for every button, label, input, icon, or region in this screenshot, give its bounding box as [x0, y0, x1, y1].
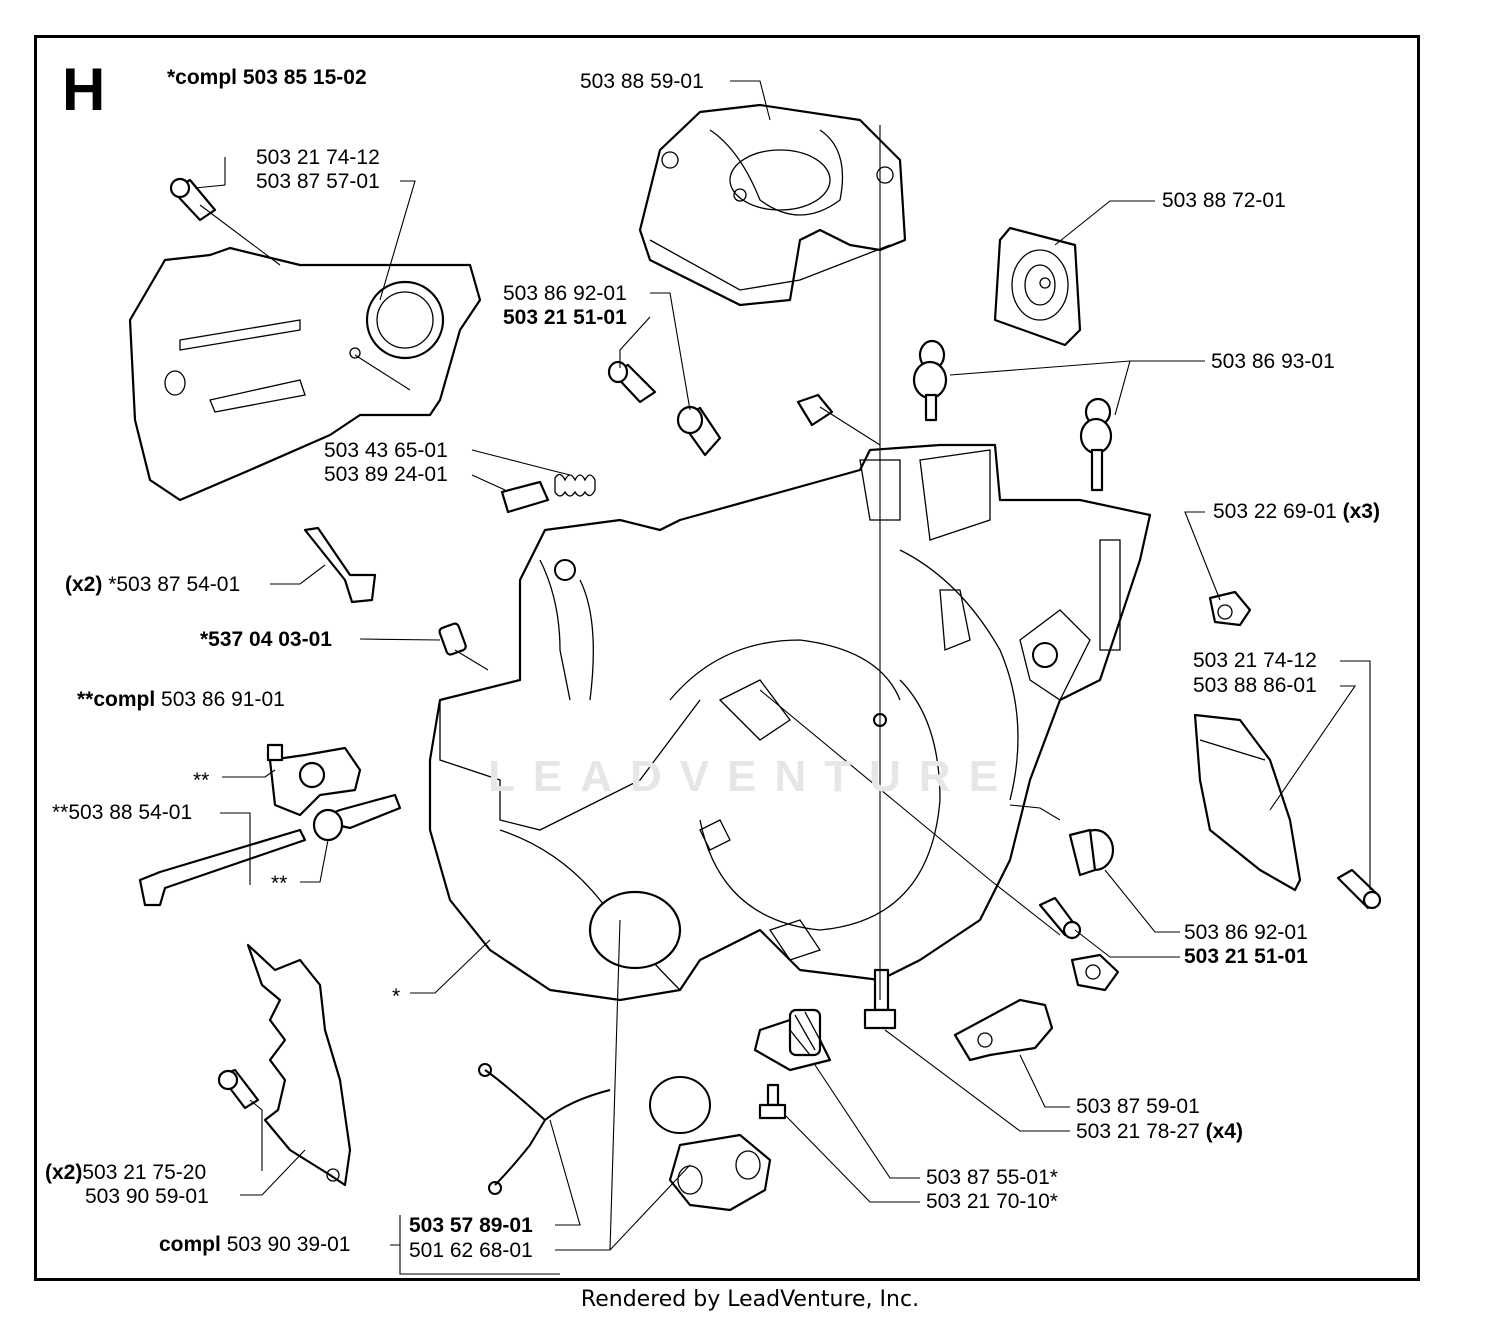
rubber-buffer-right: [1079, 397, 1113, 492]
label-star-c: *: [392, 985, 401, 1008]
label-oil-cap: 503 57 89-01: [409, 1214, 533, 1237]
label-bumper: 503 90 59-01: [85, 1185, 209, 1208]
screw-sprocket-cover: [169, 177, 217, 222]
air-filter: [993, 226, 1082, 347]
label-buffer: 503 86 93-01: [1211, 350, 1335, 373]
section-letter: H: [62, 56, 106, 123]
oil-cap: [649, 1076, 772, 1212]
stud: [303, 526, 377, 604]
qty-x2-stud: (x2): [65, 573, 103, 596]
label-cylinder-cover: 503 88 59-01: [580, 70, 704, 93]
label-compl-top: *compl 503 85 15-02: [167, 66, 367, 89]
label-clip-x3: 503 22 69-01 (x3): [1213, 500, 1380, 523]
clip-lower: [1070, 953, 1120, 992]
label-cover-right: 503 88 86-01: [1193, 674, 1317, 697]
label-stud: (x2) *503 87 54-01: [65, 573, 241, 596]
side-cover-right: [1193, 713, 1382, 910]
crankcase: [428, 443, 1152, 1002]
tensioner-screw: [138, 793, 402, 907]
qty-x3: (x3): [1342, 500, 1380, 523]
label-sleeve-2: 503 86 92-01: [1184, 921, 1308, 944]
strap: [478, 1063, 611, 1195]
label-star-b: **: [271, 872, 288, 895]
label-bumper-screw: (x2)503 21 75-20: [45, 1161, 207, 1184]
tensioner-bracket: [266, 743, 362, 817]
screw-lower: [1038, 896, 1082, 940]
bumper-screw: [217, 1068, 260, 1110]
label-tensioner: **503 88 54-01: [52, 801, 193, 824]
footer-credit: Rendered by LeadVenture, Inc.: [580, 1287, 920, 1312]
label-plate: 503 87 59-01: [1076, 1095, 1200, 1118]
diagram-frame: [34, 35, 1420, 1281]
label-strainer: 503 87 55-01*: [926, 1166, 1058, 1189]
sleeve-lower: [1068, 828, 1115, 877]
qty-x4: (x4): [1205, 1120, 1243, 1143]
sleeve-and-screw: [607, 360, 722, 457]
bumper-spike: [246, 943, 352, 1187]
sprocket-cover: [128, 246, 482, 502]
label-block: 503 89 24-01: [324, 463, 448, 486]
clip-right: [1208, 590, 1252, 627]
fuel-strainer: [753, 1008, 832, 1072]
label-sprocket-cover: 503 87 57-01: [256, 170, 380, 193]
label-screw-4: 503 21 51-01: [1184, 945, 1308, 968]
label-screw-x4: 503 21 78-27 (x4): [1076, 1120, 1243, 1143]
label-strainer-screw: 503 21 70-10*: [926, 1190, 1058, 1213]
label-air-filter: 503 88 72-01: [1162, 189, 1286, 212]
cylinder-cover: [638, 103, 907, 307]
rubber-buffer-left: [912, 339, 948, 422]
watermark: LEADVENTURE: [488, 752, 1017, 801]
leader-lines: [194, 80, 1371, 1275]
label-screw-2: 503 21 51-01: [503, 306, 627, 329]
qty-x2-bumper: (x2): [45, 1161, 83, 1184]
nipple: [438, 622, 467, 656]
label-sleeve-1: 503 86 92-01: [503, 282, 627, 305]
label-star-a: **: [193, 769, 210, 792]
label-nipple: *537 04 03-01: [200, 628, 332, 651]
spring-and-block: [500, 473, 596, 514]
strainer-screw: [758, 1083, 787, 1120]
label-cap-compl: compl 503 90 39-01: [159, 1233, 351, 1256]
plate-clip-small: [796, 393, 834, 427]
bolt-vertical: [863, 968, 897, 1030]
label-spring: 503 43 65-01: [324, 439, 448, 462]
label-tensioner-compl: **compl 503 86 91-01: [77, 688, 285, 711]
label-strap: 501 62 68-01: [409, 1239, 533, 1262]
plate: [953, 998, 1054, 1062]
label-screw-3: 503 21 74-12: [1193, 649, 1317, 672]
label-screw-1: 503 21 74-12: [256, 146, 380, 169]
